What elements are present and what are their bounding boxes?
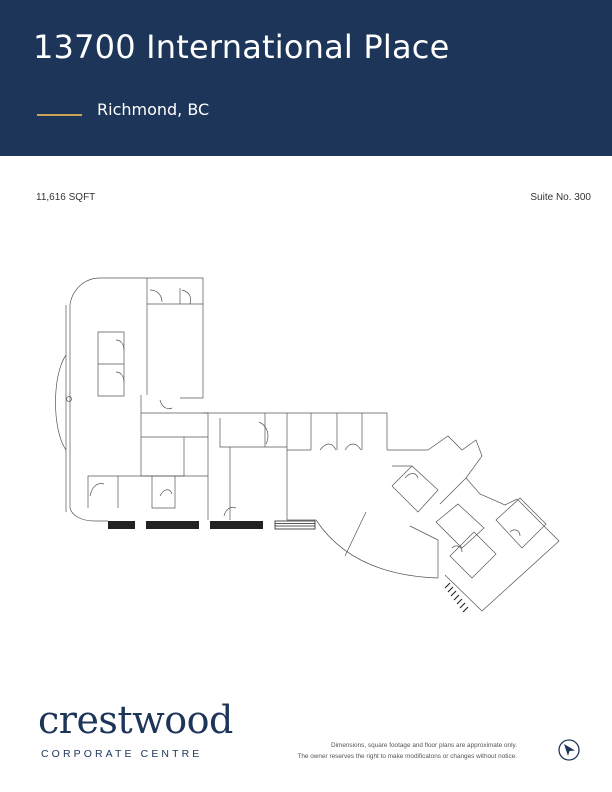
brand-tagline: CORPORATE CENTRE — [41, 748, 203, 760]
disclaimer-line-1: Dimensions, square footage and floor pla… — [330, 742, 517, 749]
accent-rule — [37, 114, 82, 116]
suite-number: Suite No. 300 — [530, 192, 591, 203]
header-banner: 13700 International Place Richmond, BC — [0, 0, 612, 156]
page-title: 13700 International Place — [33, 28, 450, 66]
brand-logo: crestwood — [38, 698, 233, 742]
stair-hatch — [444, 582, 469, 613]
square-footage: 11,616 SQFT — [36, 192, 96, 203]
floor-plan-walls — [55, 277, 560, 612]
north-arrow-icon — [558, 739, 580, 761]
hatched-window — [274, 520, 316, 530]
disclaimer-line-2: The owner reserves the right to make mod… — [297, 753, 517, 760]
location-subtitle: Richmond, BC — [97, 100, 210, 119]
window-bands — [108, 521, 263, 529]
disclaimer: Dimensions, square footage and floor pla… — [297, 740, 517, 762]
